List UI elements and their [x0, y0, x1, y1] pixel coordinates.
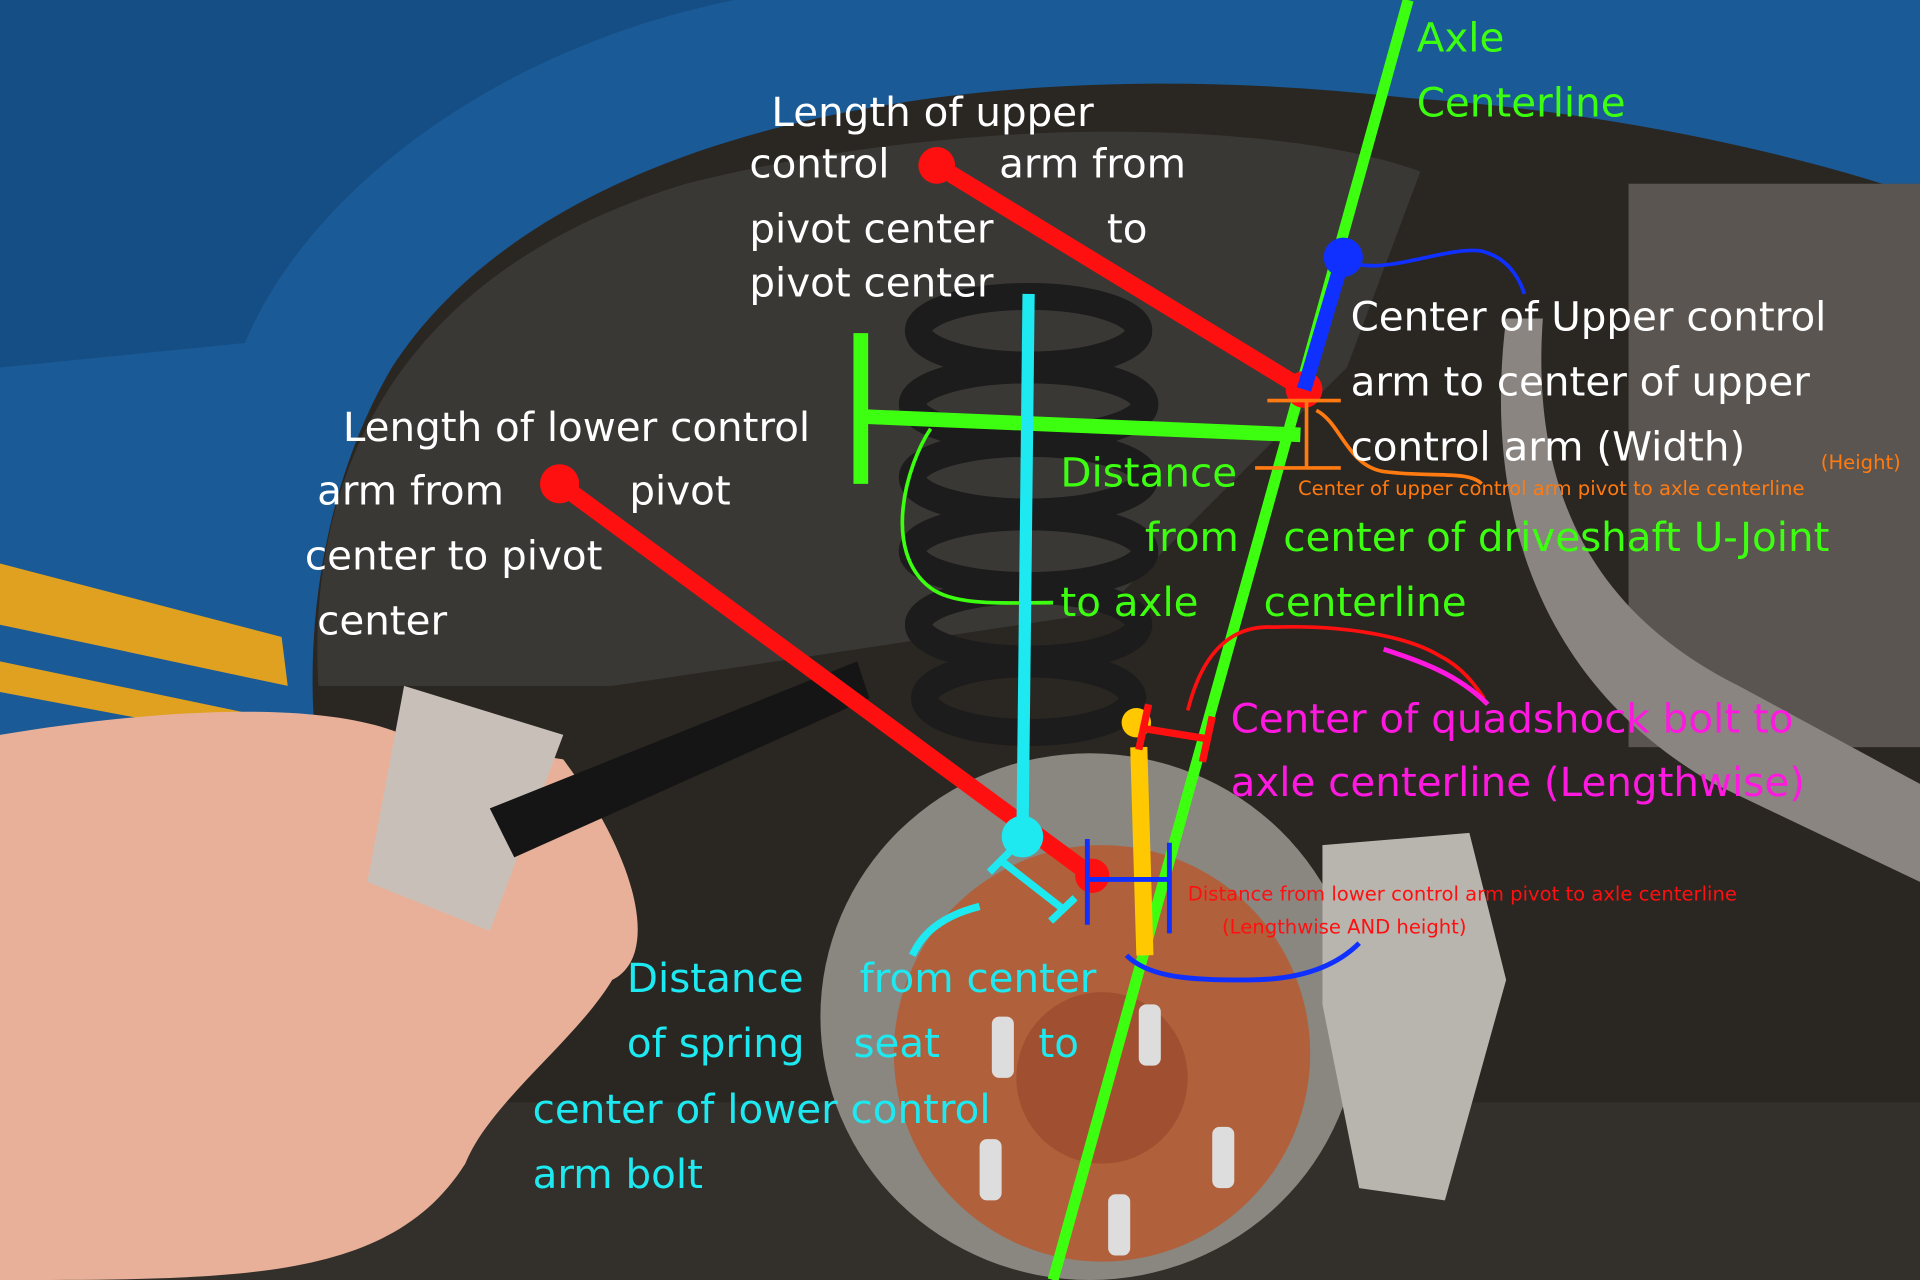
label-upper-arm-length: Length of upper control arm from pivot c…: [749, 88, 1186, 306]
svg-text:control arm (Width): control arm (Width): [1351, 423, 1746, 471]
svg-text:to: to: [1107, 205, 1148, 253]
svg-text:Length of upper: Length of upper: [771, 88, 1094, 136]
svg-text:axle centerline (Lengthwise): axle centerline (Lengthwise): [1231, 758, 1805, 806]
svg-text:arm from: arm from: [317, 467, 504, 515]
label-driveshaft: Distance from center of driveshaft U-Joi…: [1060, 448, 1829, 626]
svg-text:arm to center of upper: arm to center of upper: [1351, 358, 1811, 406]
blue-fender: [0, 0, 1920, 760]
svg-text:Center of Upper control: Center of Upper control: [1351, 293, 1827, 341]
svg-text:pivot center: pivot center: [749, 205, 994, 253]
svg-text:center of lower control: center of lower control: [533, 1085, 991, 1133]
label-height-note: (Height): [1821, 451, 1901, 474]
label-upper-arm-width: Center of Upper control arm to center of…: [1351, 293, 1827, 471]
svg-text:from center: from center: [860, 954, 1097, 1002]
svg-text:arm bolt: arm bolt: [533, 1150, 703, 1198]
svg-text:Axle: Axle: [1417, 13, 1505, 61]
svg-text:Centerline: Centerline: [1417, 78, 1626, 126]
brake-caliper: [1322, 832, 1507, 1201]
lower-arm-line: [554, 476, 1098, 883]
upper-arm-width-line: [1297, 255, 1351, 392]
svg-text:Distance from lower control ar: Distance from lower control arm pivot to…: [1188, 882, 1737, 905]
svg-text:to axle: to axle: [1060, 578, 1198, 626]
svg-text:centerline: centerline: [1264, 578, 1467, 626]
svg-text:from: from: [1145, 513, 1239, 561]
svg-text:to: to: [1038, 1019, 1079, 1067]
label-axle-centerline: Axle Centerline: [1417, 13, 1626, 126]
svg-text:control: control: [749, 140, 889, 188]
label-lower-arm-length: Length of lower control arm from pivot c…: [305, 403, 810, 645]
svg-text:seat: seat: [853, 1019, 940, 1067]
svg-text:arm from: arm from: [999, 140, 1186, 188]
label-lower-pivot-to-axle: Distance from lower control arm pivot to…: [1188, 882, 1737, 938]
svg-text:Center of quadshock bolt to: Center of quadshock bolt to: [1231, 694, 1794, 742]
label-spring-seat: Distance from center of spring seat to c…: [533, 954, 1097, 1198]
upper-arm-line: [932, 158, 1309, 397]
svg-text:pivot center: pivot center: [749, 258, 994, 306]
svg-text:of spring: of spring: [627, 1019, 805, 1067]
label-quadshock: Center of quadshock bolt to axle centerl…: [1231, 694, 1805, 806]
svg-text:center: center: [317, 596, 447, 644]
svg-text:Distance: Distance: [627, 954, 804, 1002]
spring-seat-line: [1016, 293, 1035, 840]
svg-text:(Lengthwise AND height): (Lengthwise AND height): [1222, 915, 1466, 938]
annotations: [540, 0, 1527, 1280]
svg-text:Distance: Distance: [1060, 448, 1237, 496]
svg-text:center to pivot: center to pivot: [305, 532, 603, 580]
svg-text:Length of lower control: Length of lower control: [343, 403, 810, 451]
svg-text:pivot: pivot: [629, 467, 730, 515]
label-upper-pivot-to-axle: Center of upper control arm pivot to axl…: [1298, 477, 1805, 500]
svg-text:center of driveshaft U-Joint: center of driveshaft U-Joint: [1283, 513, 1829, 561]
